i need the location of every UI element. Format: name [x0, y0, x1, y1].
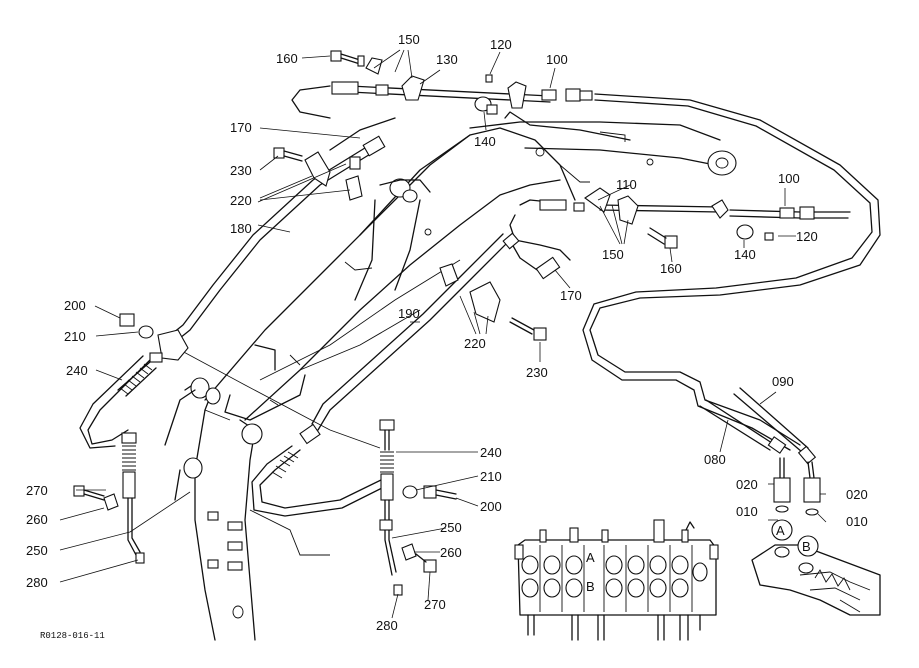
valve-port-b-label: B [586, 579, 595, 594]
label-110: 110 [616, 177, 637, 192]
port-a-label: A [776, 523, 785, 538]
label-160-top: 160 [276, 51, 298, 66]
fittings [73, 50, 821, 596]
label-170-top: 170 [230, 120, 252, 135]
label-250-right: 250 [440, 520, 462, 535]
label-020-right: 020 [846, 487, 868, 502]
control-valve-block: A B [514, 519, 719, 641]
label-220-lower: 220 [464, 336, 486, 351]
label-180: 180 [230, 221, 252, 236]
arm-structure [164, 377, 330, 641]
label-280-right: 280 [376, 618, 398, 633]
label-010-right: 010 [846, 514, 868, 529]
label-210-right: 210 [480, 469, 502, 484]
label-130: 130 [436, 52, 458, 67]
label-240-left: 240 [66, 363, 88, 378]
label-120-top: 120 [490, 37, 512, 52]
label-260-left: 260 [26, 512, 48, 527]
port-detail: A B [751, 519, 881, 616]
port-b-label: B [802, 539, 811, 554]
label-100-lower: 100 [778, 171, 800, 186]
label-230-top: 230 [230, 163, 252, 178]
label-210-left: 210 [64, 329, 86, 344]
label-100-top: 100 [546, 52, 568, 67]
label-200-left: 200 [64, 298, 86, 313]
label-080: 080 [704, 452, 726, 467]
label-150-lower: 150 [602, 247, 624, 262]
hose-spring-left [119, 363, 153, 395]
label-170-lower: 170 [560, 288, 582, 303]
label-140-lower: 140 [734, 247, 756, 262]
hose-spring-right [271, 451, 299, 479]
reference-code: R0128-016-11 [40, 631, 105, 641]
label-200-right: 200 [480, 499, 502, 514]
label-270-right: 270 [424, 597, 446, 612]
label-190: 190 [398, 306, 420, 321]
part-labels: 160 150 130 120 100 170 140 230 220 110 … [26, 32, 868, 641]
valve-spools-top [539, 519, 695, 543]
label-150-top: 150 [398, 32, 420, 47]
label-120-lower: 120 [796, 229, 818, 244]
label-260-right: 260 [440, 545, 462, 560]
label-090: 090 [772, 374, 794, 389]
leader-lines [59, 49, 827, 619]
label-160-lower: 160 [660, 261, 682, 276]
label-280-left: 280 [26, 575, 48, 590]
label-230-lower: 230 [526, 365, 548, 380]
label-270-left: 270 [26, 483, 48, 498]
valve-sections [521, 545, 708, 612]
label-240-right: 240 [480, 445, 502, 460]
boom-structure [204, 111, 737, 421]
label-220-top: 220 [230, 193, 252, 208]
valve-spools-bottom [527, 614, 701, 641]
label-010-left: 010 [736, 504, 758, 519]
valve-port-a-label: A [586, 550, 595, 565]
label-250-left: 250 [26, 543, 48, 558]
label-140-top: 140 [474, 134, 496, 149]
bolt-160-top [330, 50, 365, 67]
label-020-left: 020 [736, 477, 758, 492]
